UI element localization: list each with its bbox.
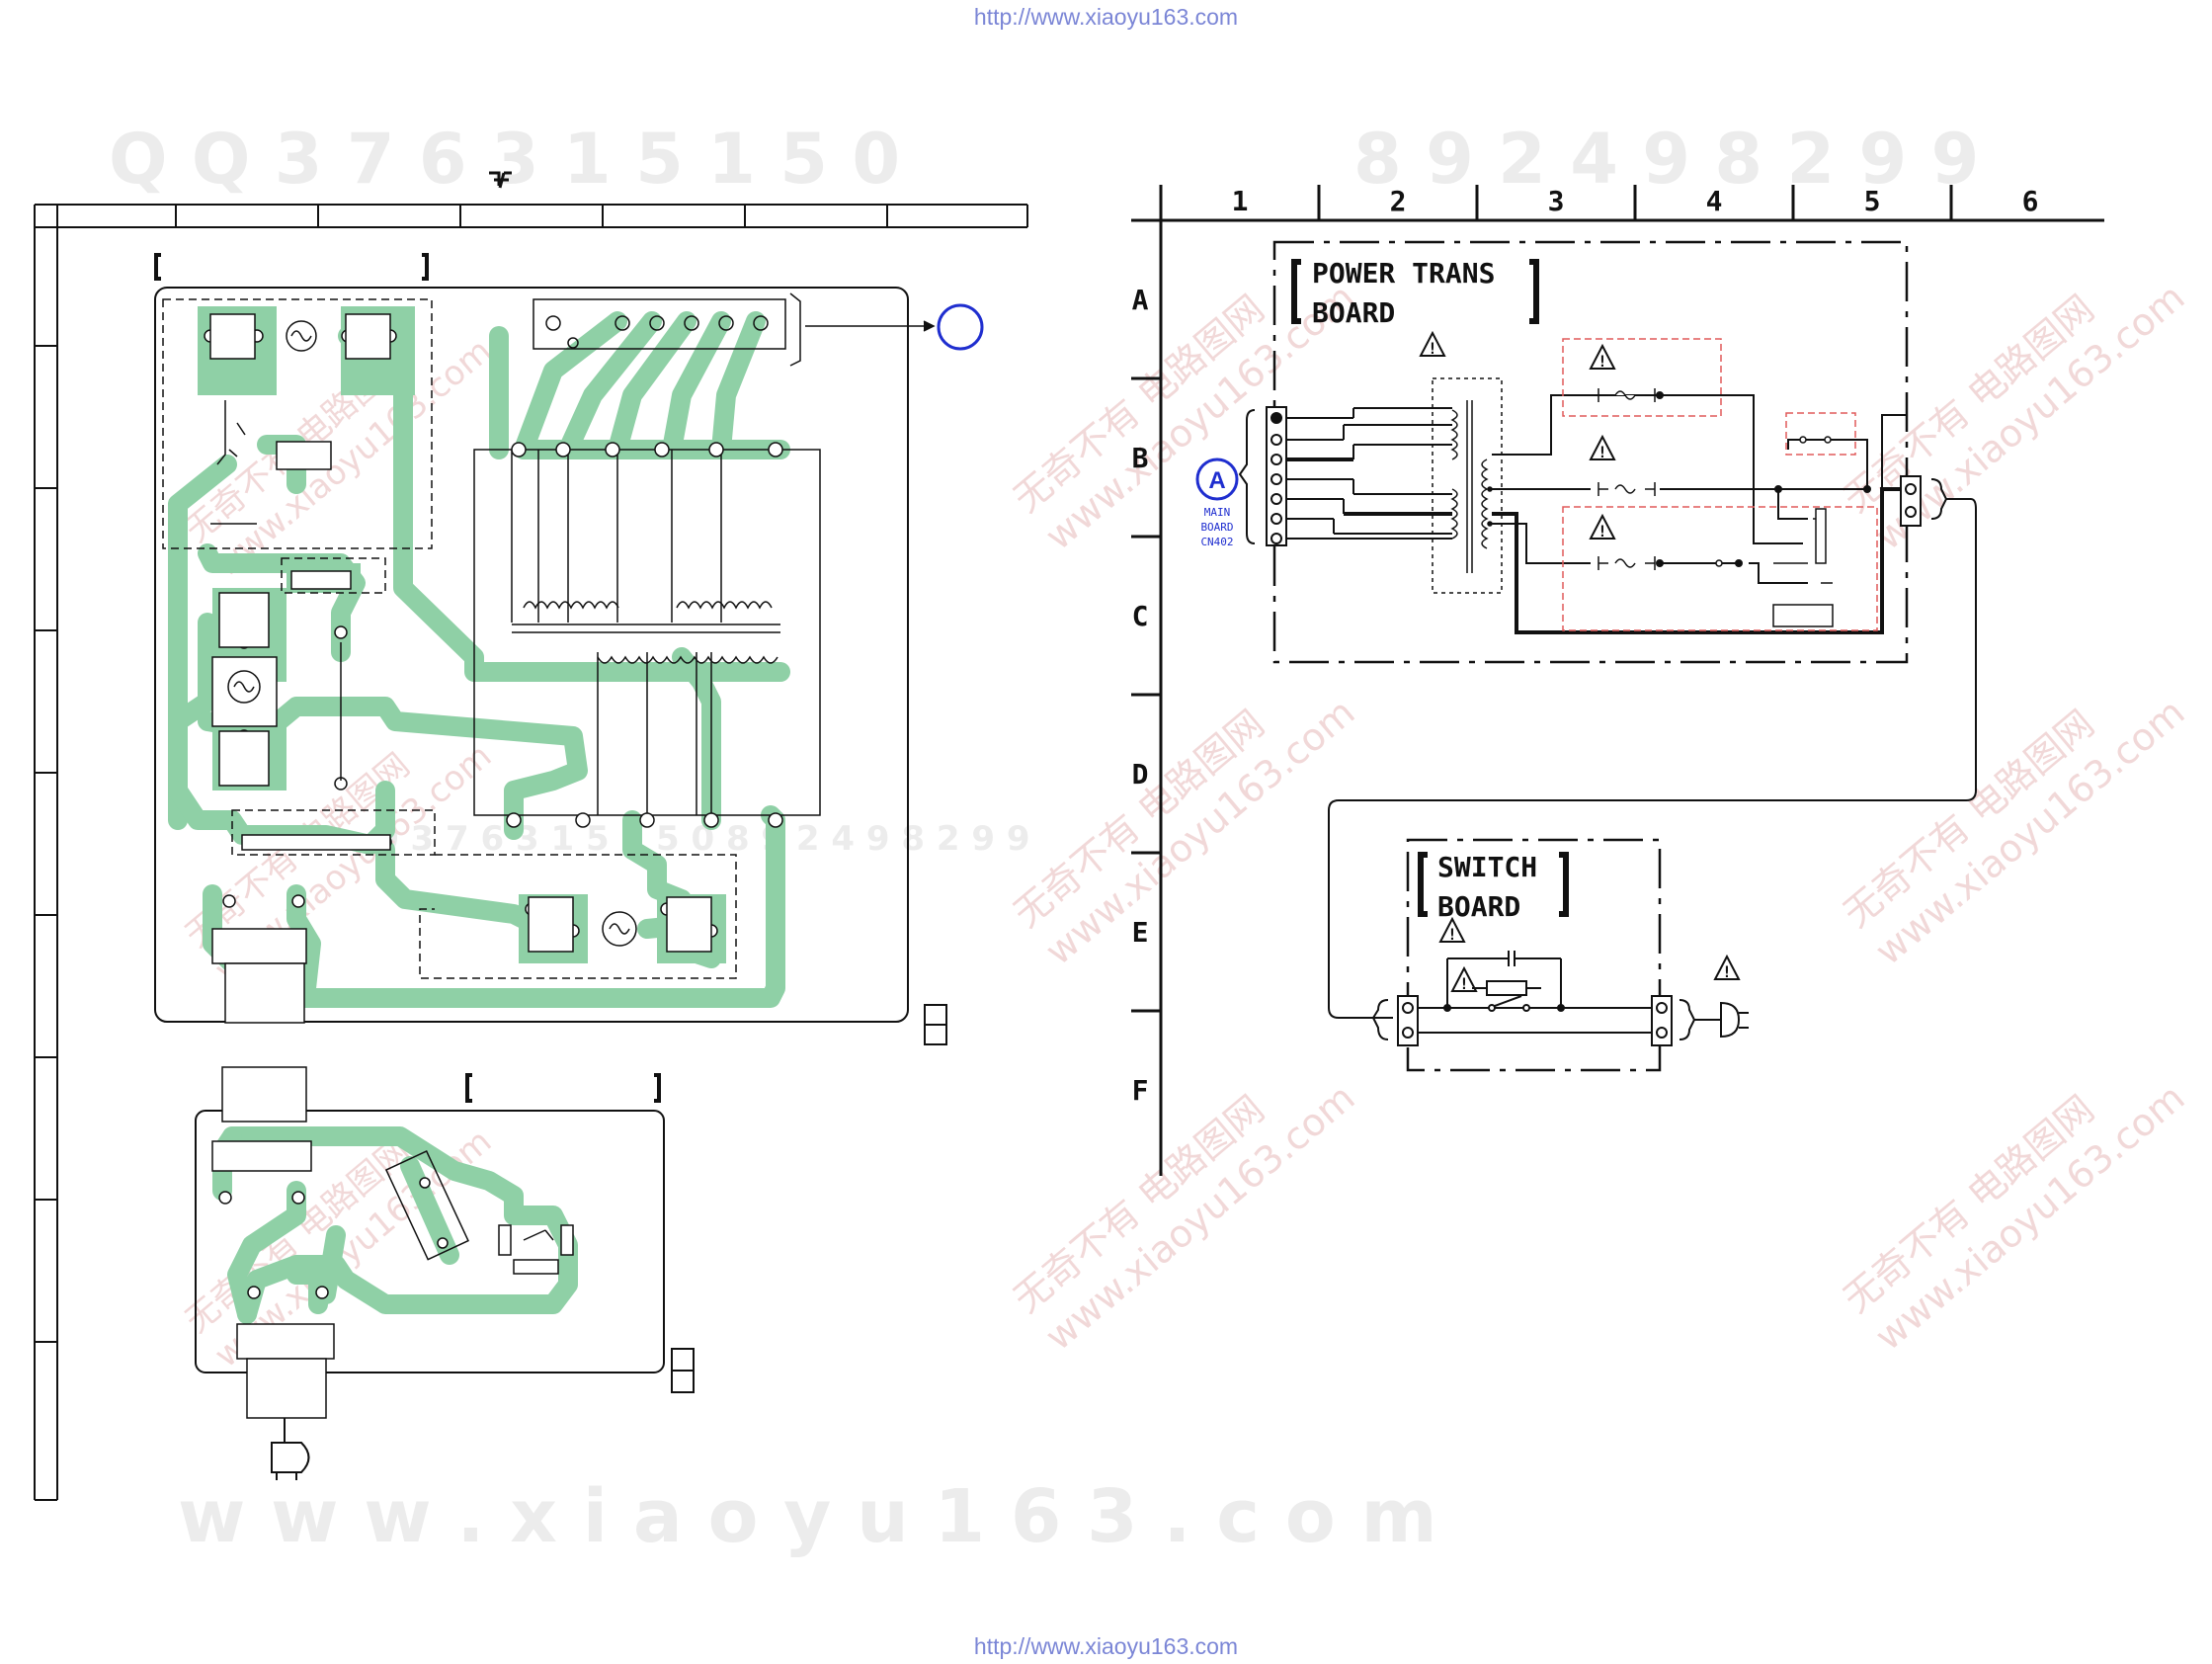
diag-url-6: www.xiaoyu163.com [1867,1075,2193,1359]
svg-text:!: ! [1459,974,1469,993]
coil-icon [1432,377,1503,594]
power-trans-board-box [1272,240,1909,664]
pcb-ref-circle-a [937,303,984,351]
svg-text:!: ! [1722,962,1732,981]
lower-board-outline [195,1110,665,1373]
warning-marks: ! ! ! ! ! ! ! [1428,339,1732,993]
diag-url-5: www.xiaoyu163.com [1037,1075,1363,1359]
svg-text:!: ! [1598,522,1607,541]
row-label-a: A [1132,284,1149,316]
ref-line-main: MAIN [1204,506,1231,519]
main-board-ref: A MAIN BOARD CN402 [1195,458,1239,548]
pcb-frame [34,204,1028,1501]
upper-board-title-bracket [154,253,429,281]
board-output-connector [1328,475,1977,1019]
secondary-wires [1286,407,1452,540]
ref-line-board: BOARD [1200,521,1233,534]
primary-wires [1492,391,1907,634]
qq-watermark-right: 8 9 2 4 9 8 2 9 9 [1353,119,1979,200]
col-label-5: 5 [1864,185,1881,217]
ac-plug-icon [271,1418,310,1480]
schematic-grid [1131,185,2104,1176]
col-label-4: 4 [1706,185,1723,217]
row-label-e: E [1132,916,1149,949]
row-label-f: F [1132,1074,1149,1107]
schematic-fuses [1598,388,1834,627]
col-label-1: 1 [1232,185,1249,217]
switch-board-box [1406,838,1662,1072]
schematic: 1 2 3 4 5 6 A B C D E F POWER TRANS BOAR… [1131,185,2104,1176]
upper-board-outline [154,287,909,1023]
col-label-3: 3 [1548,185,1565,217]
url-watermark-bottom: w w w . x i a o y u 1 6 3 . c o m [178,1474,1437,1559]
diag-url-4: www.xiaoyu163.com [1867,690,2193,973]
header-source-url[interactable]: http://www.xiaoyu163.com [973,4,1239,30]
pcb-dashed-blocks [162,298,737,979]
svg-text:!: ! [1447,925,1457,944]
footer-source-url[interactable]: http://www.xiaoyu163.com [973,1633,1239,1659]
row-label-d: D [1132,758,1149,790]
col-label-2: 2 [1390,185,1407,217]
warning-triangle-icon [1419,330,1741,992]
row-label-b: B [1132,442,1149,474]
diag-url-3: www.xiaoyu163.com [1037,690,1363,973]
power-trans-title-line1: POWER TRANS [1312,257,1495,290]
pcb-layout [34,171,1028,1501]
switch-board-title-line1: SWITCH [1437,851,1537,883]
power-trans-title-line2: BOARD [1312,296,1395,329]
fuse-icon [209,313,712,953]
svg-text:!: ! [1598,352,1607,371]
pcb-top-connector [533,292,936,367]
ref-line-cn402: CN402 [1200,536,1233,548]
grid-labels: 1 2 3 4 5 6 A B C D E F [1132,185,2039,1107]
pcb-logo-icon [489,171,512,189]
lower-board-title-bracket [465,1073,661,1103]
row-label-c: C [1132,600,1149,632]
col-label-6: 6 [2022,185,2039,217]
danger-zones [1562,338,1878,631]
qq-watermark-mid: 0 3 7 6 3 1 5 1 5 0 8 9 2 4 9 8 2 9 9 [375,819,1030,859]
pcb-transformer [473,449,821,816]
ref-letter-a: A [1208,467,1225,494]
switch-board-title-line2: BOARD [1437,890,1520,923]
svg-text:!: ! [1428,339,1437,358]
ac-plug-icon [1694,1001,1749,1039]
pcb-small-parts [210,400,574,1419]
svg-text:!: ! [1598,443,1607,461]
switch-board-circuit [1371,951,1696,1046]
power-trans-connector [1238,406,1287,546]
qq-watermark-left: Q Q 3 7 6 3 1 5 1 5 0 [109,119,900,200]
